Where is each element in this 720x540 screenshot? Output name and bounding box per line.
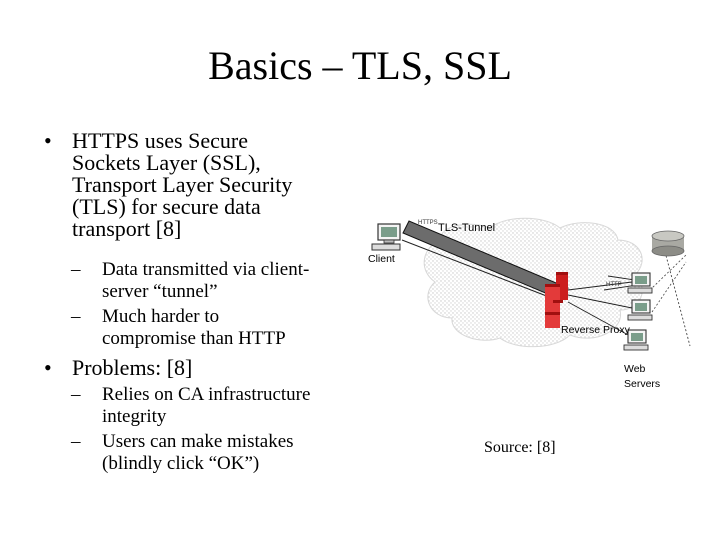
sub-bullet-marker: – <box>71 259 81 280</box>
client-computer-icon <box>371 223 401 251</box>
database-icon <box>651 230 685 257</box>
sub-bullet-text: (blindly click “OK”) <box>102 453 260 474</box>
https-label: HTTPS <box>418 220 438 226</box>
bullet-text: Transport Layer Security <box>72 172 293 197</box>
sub-bullet-marker: – <box>71 431 81 452</box>
bullet-text: HTTPS uses Secure <box>72 128 248 153</box>
tunnel-label: TLS-Tunnel <box>438 222 495 234</box>
bullet-text: Problems: [8] <box>72 355 193 380</box>
reverse-proxy-label: Reverse Proxy <box>561 324 631 336</box>
bullet-text: transport [8] <box>72 216 182 241</box>
web-server-icon <box>627 299 653 321</box>
web-servers-label-2: Servers <box>624 378 660 390</box>
sub-bullet-text: integrity <box>102 406 167 427</box>
bullet-marker: • <box>44 128 52 153</box>
sub-bullet-text: Relies on CA infrastructure <box>102 384 311 405</box>
web-servers-label: Web <box>624 363 646 375</box>
sub-bullet-text: Users can make mistakes <box>102 431 294 452</box>
web-server-icon <box>627 272 653 294</box>
sub-bullet-text: Much harder to <box>102 306 220 327</box>
bullet-text: (TLS) for secure data <box>72 194 261 219</box>
sub-bullet-marker: – <box>71 384 81 405</box>
bullet-marker: • <box>44 355 52 380</box>
client-label: Client <box>368 253 395 265</box>
sub-bullet-text: server “tunnel” <box>102 281 218 302</box>
sub-bullet-text: compromise than HTTP <box>102 328 286 349</box>
source-citation: Source: [8] <box>484 439 556 456</box>
http-label: HTTP <box>606 282 622 288</box>
slide-title: Basics – TLS, SSL <box>208 43 512 88</box>
web-server-icon <box>623 329 649 351</box>
sub-bullet-marker: – <box>71 306 81 327</box>
bullet-text: Sockets Layer (SSL), <box>72 150 261 175</box>
firewall-icon <box>545 272 568 328</box>
database-link <box>663 247 691 347</box>
sub-bullet-text: Data transmitted via client- <box>102 259 310 280</box>
